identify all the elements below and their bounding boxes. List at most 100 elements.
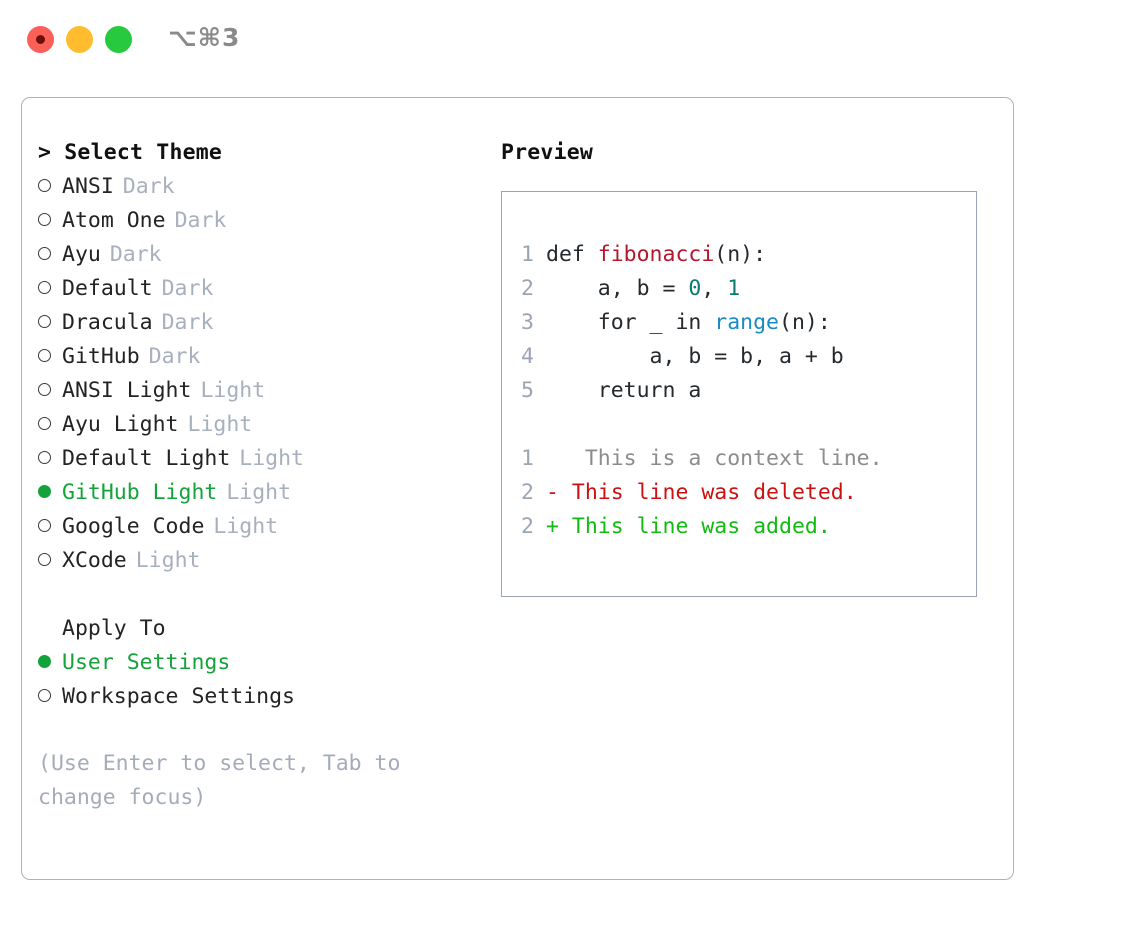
bullet-icon (38, 178, 51, 192)
code-line: 2 a, b = 0, 1 (516, 272, 976, 306)
radio-selected-icon (38, 646, 62, 680)
code-token: for _ in (546, 310, 715, 335)
theme-variant-tag: Light (239, 446, 305, 471)
apply-to-header: Apply To (62, 616, 166, 641)
theme-variant-tag: Light (200, 378, 266, 403)
radio-empty-icon (38, 170, 62, 204)
diff-marker: - (546, 480, 559, 505)
preview-title: Preview (501, 140, 594, 165)
code-token: , (701, 276, 728, 301)
theme-list-item[interactable]: Default Light Light (38, 442, 488, 476)
select-theme-header: > Select Theme (38, 140, 223, 165)
keyboard-hint: (Use Enter to select, Tab to change focu… (38, 751, 401, 810)
title-bar: ⌥⌘3 (0, 0, 1140, 76)
theme-name-label: Default (62, 276, 153, 301)
radio-empty-icon (38, 306, 62, 340)
radio-empty-icon (38, 510, 62, 544)
code-diff-spacer (516, 408, 976, 442)
theme-name-label: Atom One (62, 208, 166, 233)
radio-empty-icon (38, 204, 62, 238)
code-token: range (714, 310, 780, 335)
code-token: a, b = (546, 276, 689, 301)
theme-name-label: Ayu Light (62, 412, 179, 437)
radio-empty-icon (38, 442, 62, 476)
bullet-icon (38, 654, 51, 668)
apply-to-label: User Settings (62, 650, 231, 675)
theme-name-label: GitHub (62, 344, 140, 369)
theme-name-label: Default Light (62, 446, 231, 471)
theme-variant-tag: Dark (161, 276, 214, 301)
bullet-icon (38, 416, 51, 430)
apply-to-option[interactable]: Workspace Settings (38, 680, 488, 714)
line-number: 5 (521, 378, 534, 403)
line-number: 2 (521, 480, 534, 505)
bullet-icon (38, 450, 51, 464)
apply-to-label: Workspace Settings (62, 684, 295, 709)
minimize-button[interactable] (66, 26, 93, 53)
code-line: 5 return a (516, 374, 976, 408)
bullet-icon (38, 484, 51, 498)
code-line: 3 for _ in range(n): (516, 306, 976, 340)
theme-list-item[interactable]: Ayu Light Light (38, 408, 488, 442)
radio-selected-icon (38, 476, 62, 510)
diff-text: This line was added. (558, 514, 831, 539)
theme-name-label: Ayu (62, 242, 101, 267)
radio-empty-icon (38, 544, 62, 578)
code-token: (n): (779, 310, 831, 335)
radio-empty-icon (38, 272, 62, 306)
code-line: 4 a, b = b, a + b (516, 340, 976, 374)
radio-empty-icon (38, 340, 62, 374)
theme-variant-tag: Dark (174, 208, 227, 233)
line-number: 2 (521, 276, 534, 301)
code-token: fibonacci (597, 242, 715, 267)
code-token: (n): (714, 242, 767, 267)
diff-line: 2+ This line was added. (516, 510, 976, 544)
bullet-icon (38, 552, 51, 566)
theme-list-item[interactable]: Atom One Dark (38, 204, 488, 238)
keyboard-shortcut-label: ⌥⌘3 (168, 23, 241, 52)
theme-list-item[interactable]: ANSI Dark (38, 170, 488, 204)
maximize-button[interactable] (105, 26, 132, 53)
diff-line: 2- This line was deleted. (516, 476, 976, 510)
theme-variant-tag: Dark (148, 344, 201, 369)
bullet-icon (38, 382, 51, 396)
theme-name-label: Dracula (62, 310, 153, 335)
theme-name-label: ANSI Light (62, 378, 192, 403)
apply-to-option[interactable]: User Settings (38, 646, 488, 680)
diff-marker (546, 446, 559, 471)
theme-variant-tag: Light (187, 412, 253, 437)
code-token: 0 (688, 276, 702, 301)
line-number: 1 (521, 446, 534, 471)
diff-text: This is a context line. (558, 446, 883, 471)
theme-variant-tag: Dark (161, 310, 214, 335)
line-number: 2 (521, 514, 534, 539)
bullet-icon (38, 246, 51, 260)
theme-name-label: Google Code (62, 514, 205, 539)
theme-name-label: XCode (62, 548, 127, 573)
diff-sample: 1 This is a context line. 2- This line wa… (516, 442, 976, 544)
theme-variant-tag: Light (226, 480, 292, 505)
radio-empty-icon (38, 408, 62, 442)
diff-text: This line was deleted. (558, 480, 857, 505)
theme-variant-tag: Dark (122, 174, 175, 199)
theme-list-item[interactable]: GitHub Dark (38, 340, 488, 374)
theme-name-label: ANSI (62, 174, 114, 199)
theme-list-item[interactable]: ANSI Light Light (38, 374, 488, 408)
theme-list-item[interactable]: Dracula Dark (38, 306, 488, 340)
close-button[interactable] (27, 26, 54, 53)
theme-list-item[interactable]: Default Dark (38, 272, 488, 306)
bullet-icon (38, 314, 51, 328)
bullet-icon (38, 212, 51, 226)
bullet-icon (38, 518, 51, 532)
radio-empty-icon (38, 238, 62, 272)
bullet-icon (38, 280, 51, 294)
